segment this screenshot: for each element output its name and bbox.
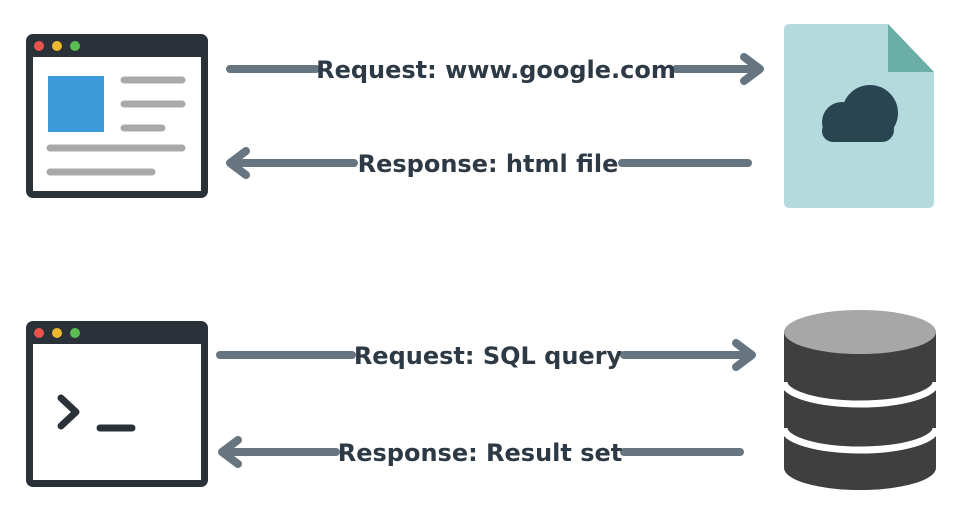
request-arrow-web [226,53,764,85]
terminal-window-icon [26,321,208,487]
database-icon [780,310,940,490]
request-label-web: Request: www.google.com [316,56,676,84]
request-arrow-sql [216,339,756,371]
response-arrow-web [226,147,752,179]
cloud-file-icon [784,24,934,208]
response-label-web: Response: html file [358,150,619,178]
prompt-chevron-icon [57,394,80,430]
response-arrow-sql [218,436,744,468]
request-label-sql: Request: SQL query [354,342,623,370]
cloud-icon [822,85,898,142]
response-label-sql: Response: Result set [338,439,623,467]
browser-window-icon [26,34,208,198]
